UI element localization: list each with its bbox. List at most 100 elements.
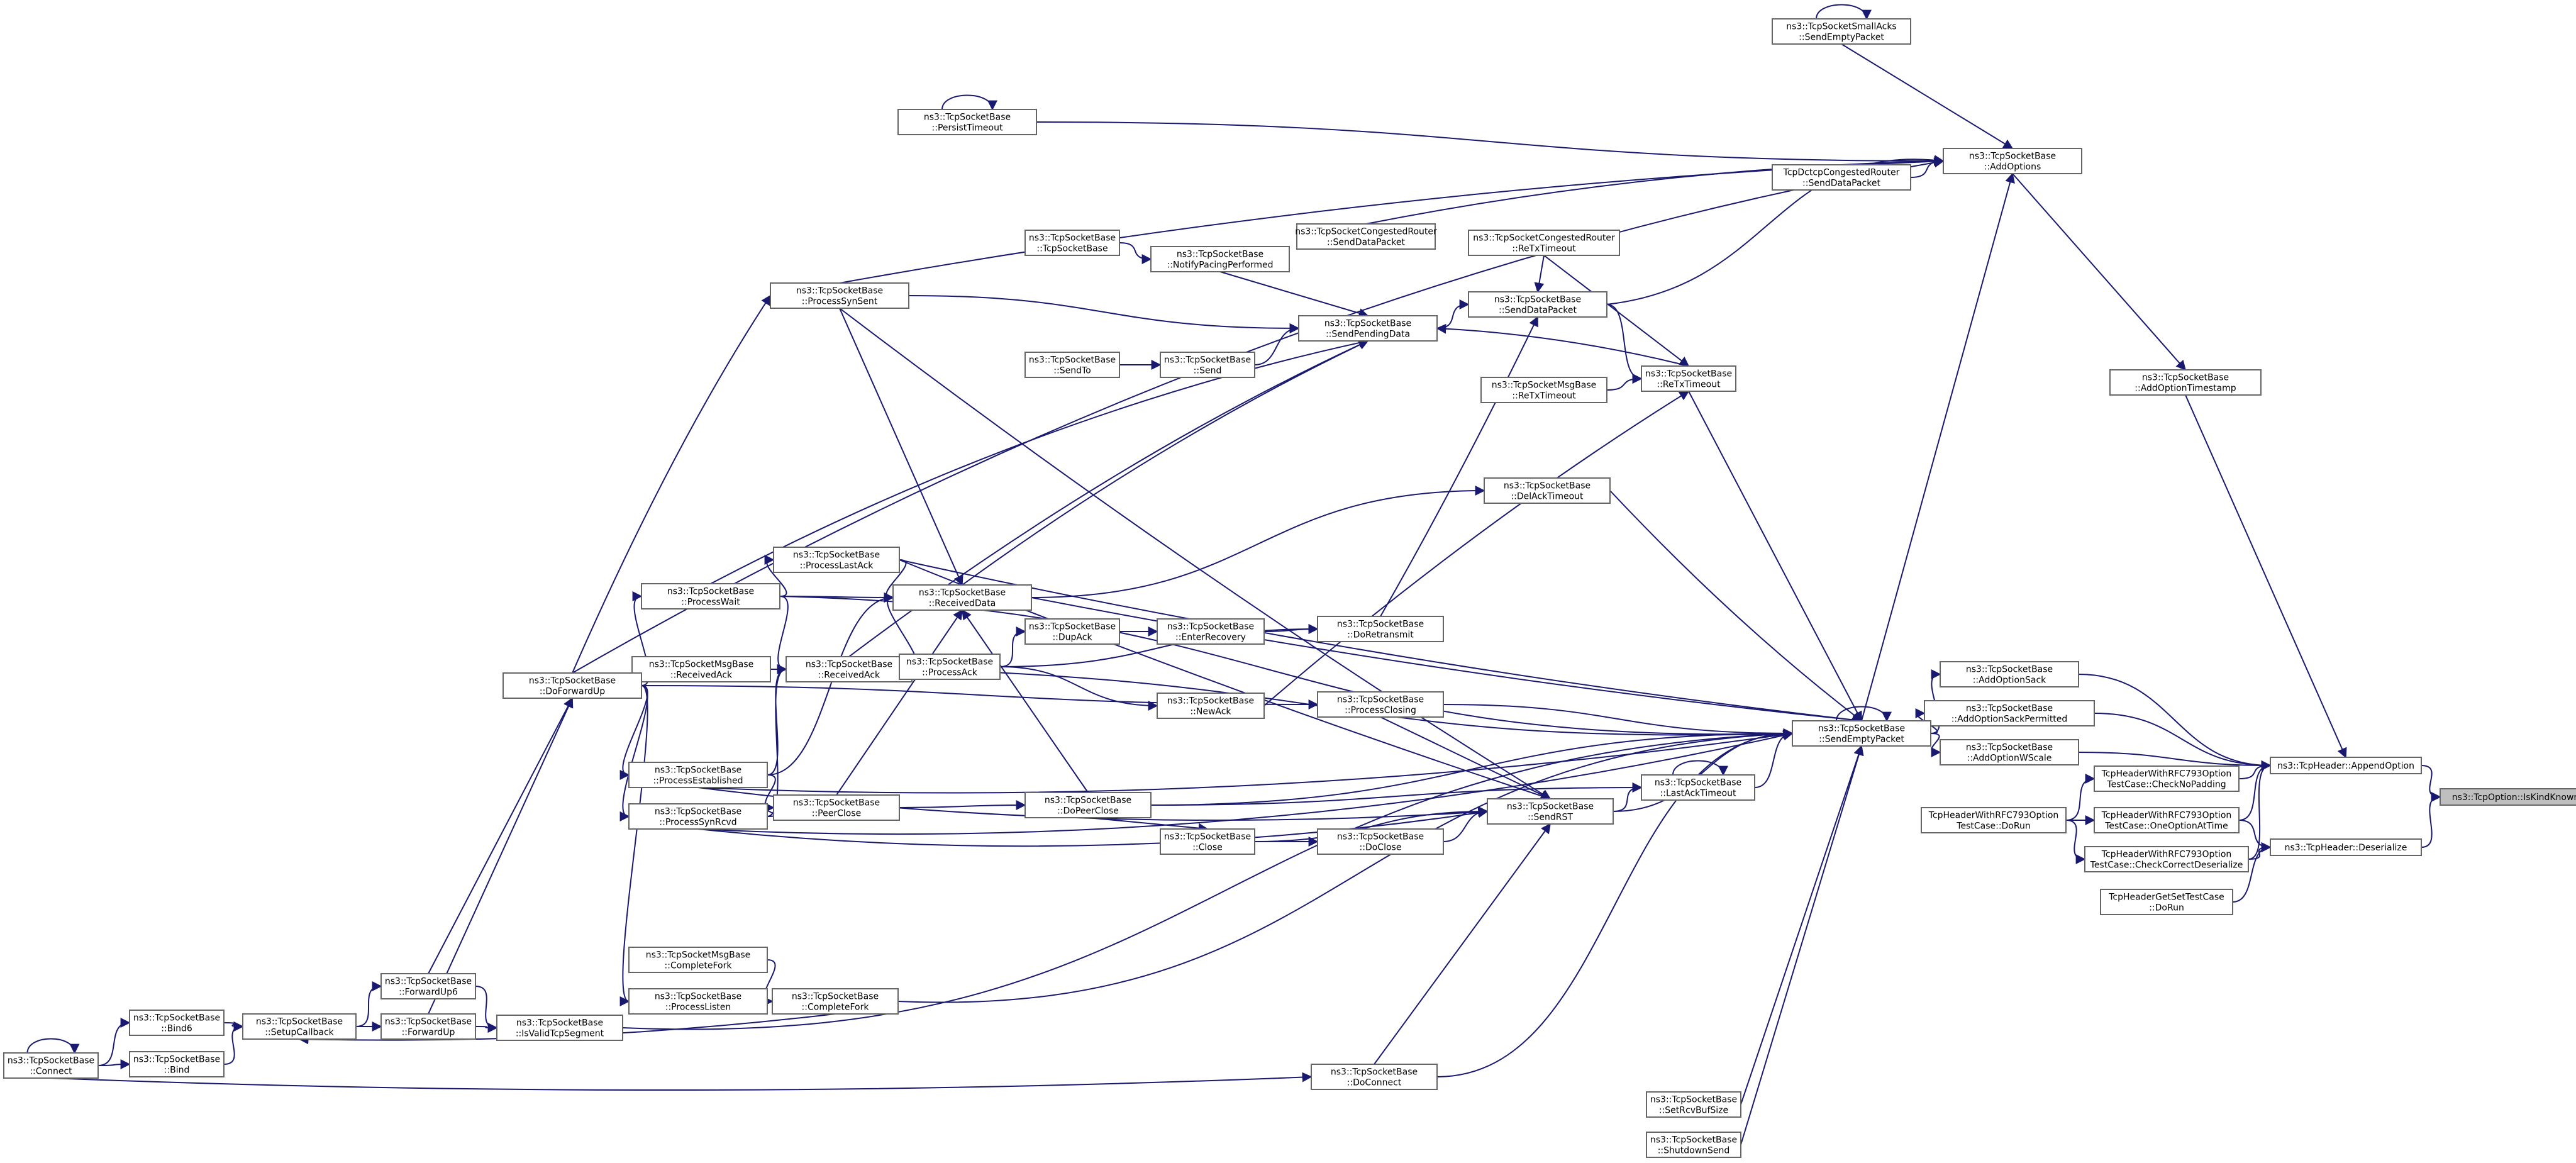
node-getset[interactable]: TcpHeaderGetSetTestCase::DoRun	[2100, 889, 2233, 915]
node-box	[1024, 792, 1152, 818]
node-bind6[interactable]: ns3::TcpSocketBase::Bind6	[129, 1010, 225, 1036]
node-pestab[interactable]: ns3::TcpSocketBase::ProcessEstablished	[628, 762, 768, 788]
node-valid[interactable]: ns3::TcpSocketBase::IsValidTcpSegment	[496, 1015, 623, 1041]
node-label-line: ::CompleteFork	[802, 1003, 870, 1013]
edge-smallacks-to-addopts	[1841, 43, 2014, 149]
node-box	[1646, 1132, 1741, 1158]
edge-sendrst-to-lastacktm	[1613, 782, 1643, 812]
node-dopeerclose[interactable]: ns3::TcpSocketBase::DoPeerClose	[1024, 792, 1152, 818]
node-label-line: ::AddOptionTimestamp	[2135, 384, 2236, 394]
node-label-line: TestCase::CheckCorrectDeserialize	[2090, 860, 2243, 871]
node-label-line: ::PersistTimeout	[932, 123, 1003, 133]
node-pwait[interactable]: ns3::TcpSocketBase::ProcessWait	[641, 583, 780, 609]
node-box	[1296, 223, 1436, 250]
node-send[interactable]: ns3::TcpSocketBase::Send	[1160, 352, 1255, 378]
node-fwd[interactable]: ns3::TcpSocketBase::ForwardUp	[380, 1013, 476, 1040]
node-label-line: ns3::TcpSocketBase	[1494, 295, 1581, 305]
node-msgrecvack[interactable]: ns3::TcpSocketMsgBase::ReceivedAck	[631, 656, 771, 682]
node-box	[1772, 164, 1911, 191]
node-sep[interactable]: ns3::TcpSocketBase::SendEmptyPacket	[1792, 720, 1931, 747]
node-shutdown[interactable]: ns3::TcpSocketBase::ShutdownSend	[1646, 1132, 1741, 1158]
node-rfcnopad[interactable]: TcpHeaderWithRFC793OptionTestCase::Check…	[2094, 765, 2240, 792]
node-sendto[interactable]: ns3::TcpSocketBase::SendTo	[1024, 352, 1120, 378]
node-congretx[interactable]: ns3::TcpSocketCongestedRouter::ReTxTimeo…	[1468, 230, 1620, 256]
node-label-line: ::NewAck	[1190, 707, 1231, 717]
node-lastacktm[interactable]: ns3::TcpSocketBase::LastAckTimeout	[1641, 774, 1755, 801]
node-retx[interactable]: ns3::TcpSocketBase::ReTxTimeout	[1641, 365, 1736, 392]
node-doretx[interactable]: ns3::TcpSocketBase::DoRetransmit	[1317, 616, 1444, 642]
node-append[interactable]: ns3::TcpHeader::AppendOption	[2270, 757, 2422, 774]
node-label-line: ::DoRetransmit	[1347, 630, 1414, 640]
node-setupcb[interactable]: ns3::TcpSocketBase::SetupCallback	[242, 1013, 357, 1040]
node-sendrst[interactable]: ns3::TcpSocketBase::SendRST	[1487, 798, 1614, 825]
node-senddata[interactable]: ns3::TcpSocketBase::SendDataPacket	[1468, 291, 1607, 318]
node-peerclose[interactable]: ns3::TcpSocketBase::PeerClose	[773, 794, 900, 821]
node-dctcp[interactable]: TcpDctcpCongestedRouter::SendDataPacket	[1772, 164, 1911, 191]
node-pack[interactable]: ns3::TcpSocketBase::ProcessAck	[899, 654, 1001, 680]
node-tsbctor[interactable]: ns3::TcpSocketBase::TcpSocketBase	[1024, 230, 1120, 256]
node-box	[1792, 720, 1931, 747]
node-close[interactable]: ns3::TcpSocketBase::Close	[1160, 828, 1255, 855]
node-box	[1317, 616, 1444, 642]
node-delack[interactable]: ns3::TcpSocketBase::DelAckTimeout	[1484, 477, 1611, 504]
node-box	[1772, 18, 1911, 45]
node-connect[interactable]: ns3::TcpSocketBase::Connect	[3, 1052, 99, 1079]
node-box	[628, 762, 768, 788]
node-label-line: ::DoRun	[2149, 903, 2184, 913]
node-persist[interactable]: ns3::TcpSocketBase::PersistTimeout	[897, 109, 1037, 135]
node-optwscale[interactable]: ns3::TcpSocketBase::AddOptionWScale	[1940, 739, 2079, 765]
node-optsack[interactable]: ns3::TcpSocketBase::AddOptionSack	[1940, 661, 2079, 687]
node-recvack[interactable]: ns3::TcpSocketBase::ReceivedAck	[786, 656, 913, 682]
node-doconnect[interactable]: ns3::TcpSocketBase::DoConnect	[1311, 1064, 1438, 1090]
node-addopts[interactable]: ns3::TcpSocketBase::AddOptions	[1943, 148, 2082, 174]
node-label-line: TcpHeaderWithRFC793Option	[2101, 850, 2232, 860]
node-msgretx[interactable]: ns3::TcpSocketMsgBase::ReTxTimeout	[1480, 377, 1607, 403]
node-notify[interactable]: ns3::TcpSocketBase::NotifyPacingPerforme…	[1150, 246, 1290, 272]
node-label-line: ns3::TcpOption::IsKindKnown	[2452, 793, 2576, 803]
node-bind[interactable]: ns3::TcpSocketBase::Bind	[129, 1051, 225, 1077]
node-recvdata[interactable]: ns3::TcpSocketBase::ReceivedData	[892, 584, 1032, 611]
edge-recvdata-to-sendpending	[962, 340, 1369, 586]
edge-persist-to-persist	[941, 94, 997, 111]
node-optsackp[interactable]: ns3::TcpSocketBase::AddOptionSackPermitt…	[1924, 700, 2095, 726]
node-fwd6[interactable]: ns3::TcpSocketBase::ForwardUp6	[380, 973, 476, 999]
node-deser[interactable]: ns3::TcpHeader::Deserialize	[2270, 838, 2422, 856]
edge-pestab-to-sep	[697, 730, 1794, 794]
node-cfork[interactable]: ns3::TcpSocketBase::CompleteFork	[772, 988, 899, 1015]
node-box	[1940, 739, 2079, 765]
node-rfccheck[interactable]: TcpHeaderWithRFC793OptionTestCase::Check…	[2084, 846, 2249, 872]
edge-bind6-to-setupcb	[223, 1021, 244, 1032]
node-setrcv[interactable]: ns3::TcpSocketBase::SetRcvBufSize	[1646, 1091, 1741, 1118]
node-box	[1484, 477, 1611, 504]
node-rfconeopt[interactable]: TcpHeaderWithRFC793OptionTestCase::OneOp…	[2094, 807, 2240, 833]
node-label-line: ns3::TcpSocketBase	[1650, 1095, 1737, 1105]
node-newack[interactable]: ns3::TcpSocketBase::NewAck	[1157, 693, 1265, 719]
node-label-line: ns3::TcpSocketBase	[793, 798, 880, 808]
node-dupack[interactable]: ns3::TcpSocketBase::DupAck	[1024, 618, 1120, 645]
node-sendpending[interactable]: ns3::TcpSocketBase::SendPendingData	[1298, 315, 1438, 342]
node-box	[1940, 661, 2079, 687]
edge-pestab-to-recvdata	[767, 593, 894, 776]
edge-rfccheck-to-append	[2248, 760, 2272, 860]
node-congsend[interactable]: ns3::TcpSocketCongestedRouter::SendDataP…	[1295, 223, 1437, 250]
node-synsent[interactable]: ns3::TcpSocketBase::ProcessSynSent	[770, 282, 909, 309]
node-box	[242, 1013, 357, 1040]
node-root[interactable]: ns3::TcpOption::IsKindKnown	[2440, 788, 2576, 806]
node-optts[interactable]: ns3::TcpSocketBase::AddOptionTimestamp	[2109, 369, 2262, 396]
node-enterrec[interactable]: ns3::TcpSocketBase::EnterRecovery	[1157, 618, 1265, 645]
node-msgfork[interactable]: ns3::TcpSocketMsgBase::CompleteFork	[628, 947, 768, 973]
node-synrcvd[interactable]: ns3::TcpSocketBase::ProcessSynRcvd	[628, 803, 768, 830]
edge-fwd6-to-valid	[475, 986, 498, 1033]
node-lastack[interactable]: ns3::TcpSocketBase::ProcessLastAck	[773, 547, 900, 573]
node-doclose[interactable]: ns3::TcpSocketBase::DoClose	[1317, 828, 1444, 855]
node-label-line: TcpDctcpCongestedRouter	[1783, 168, 1900, 178]
node-plisten[interactable]: ns3::TcpSocketBase::ProcessListen	[628, 988, 768, 1015]
node-pclosing[interactable]: ns3::TcpSocketBase::ProcessClosing	[1317, 691, 1444, 718]
node-smallacks[interactable]: ns3::TcpSocketSmallAcks::SendEmptyPacket	[1772, 18, 1911, 45]
node-box	[1943, 148, 2082, 174]
node-label-line: ::LastAckTimeout	[1660, 789, 1736, 799]
node-label-line: ::AddOptionSackPermitted	[1951, 715, 2068, 725]
node-fwdup[interactable]: ns3::TcpSocketBase::DoForwardUp	[502, 672, 642, 699]
node-box	[2084, 846, 2249, 872]
